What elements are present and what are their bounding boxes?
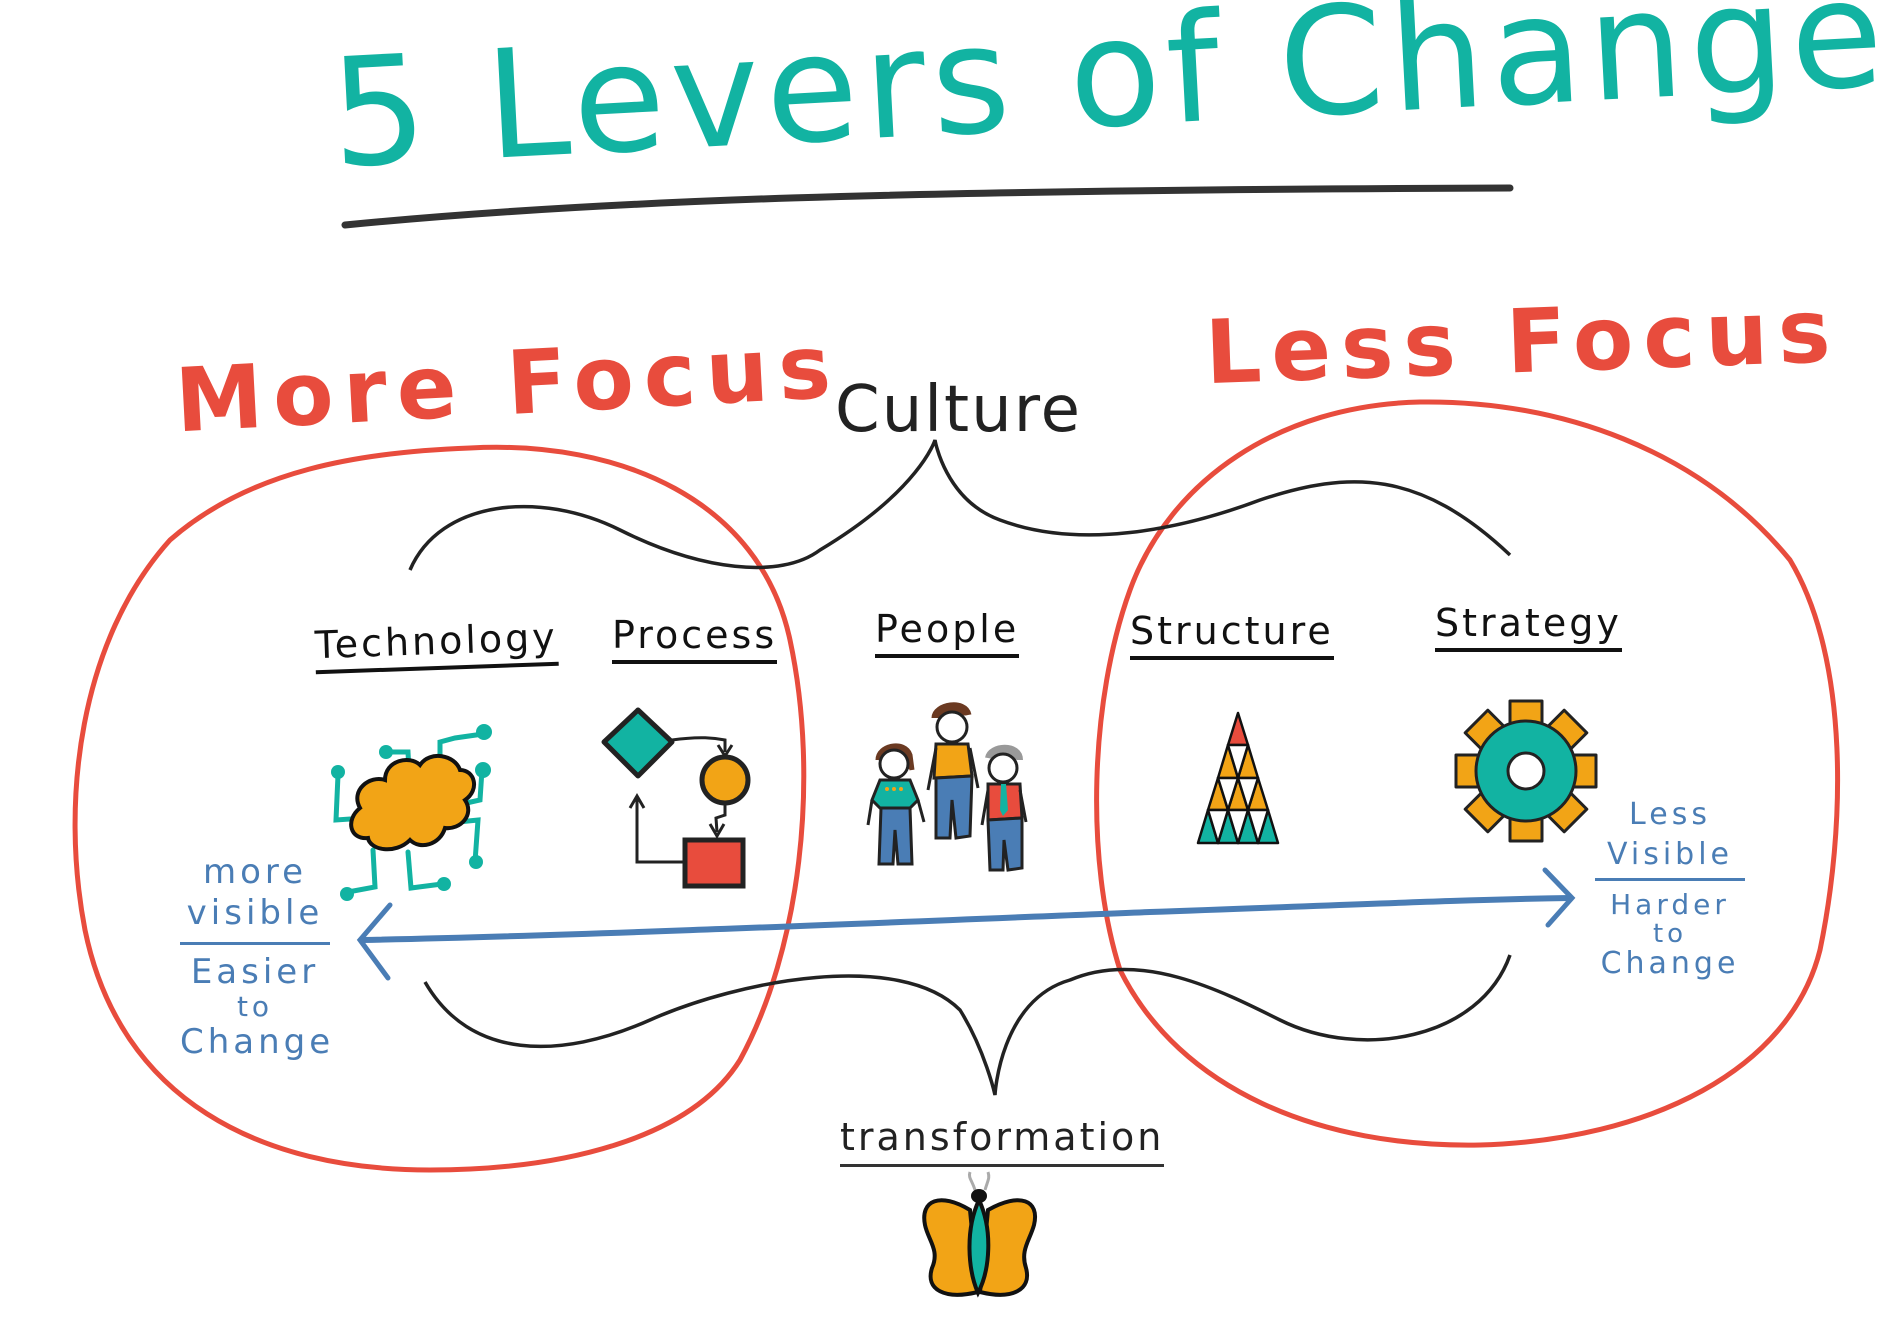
easier-text: Easier (190, 951, 320, 992)
people-icon (866, 702, 1028, 872)
lever-technology: Technology (314, 615, 559, 675)
culture-brace (408, 439, 1512, 571)
change-text: Change (1600, 946, 1740, 981)
less-focus-label: Less Focus (1203, 278, 1842, 405)
less-text: Less (1629, 797, 1711, 832)
fraction-line (180, 941, 330, 945)
fraction-line (1595, 878, 1745, 881)
to-text: to (1652, 919, 1688, 949)
less-focus-circle (1094, 399, 1841, 1148)
visibility-arrow (356, 867, 1576, 981)
butterfly-icon (922, 1171, 1038, 1298)
more-focus-circle (72, 444, 807, 1173)
transformation-brace (423, 954, 1512, 1096)
title-underline (341, 184, 1514, 229)
lever-process: Process (612, 616, 778, 664)
left-visibility-note: more visible Easier to Change (180, 852, 330, 1059)
process-flow-icon (601, 707, 751, 889)
more-visible-text: more visible (186, 852, 324, 933)
lever-strategy: Strategy (1435, 604, 1622, 652)
gear-icon (1454, 699, 1598, 843)
harder-text: Harder (1610, 888, 1730, 921)
pyramid-icon (1196, 711, 1280, 845)
right-visibility-note: Less Visible Harder to Change (1595, 800, 1745, 979)
lever-structure: Structure (1130, 612, 1334, 660)
culture-label: Culture (835, 373, 1082, 447)
to-text: to (236, 989, 274, 1023)
transformation-label: transformation (840, 1118, 1165, 1167)
lever-people: People (875, 610, 1020, 658)
visible-text: Visible (1607, 837, 1733, 872)
cloud-circuit-icon (331, 724, 492, 901)
change-text: Change (180, 1021, 335, 1062)
